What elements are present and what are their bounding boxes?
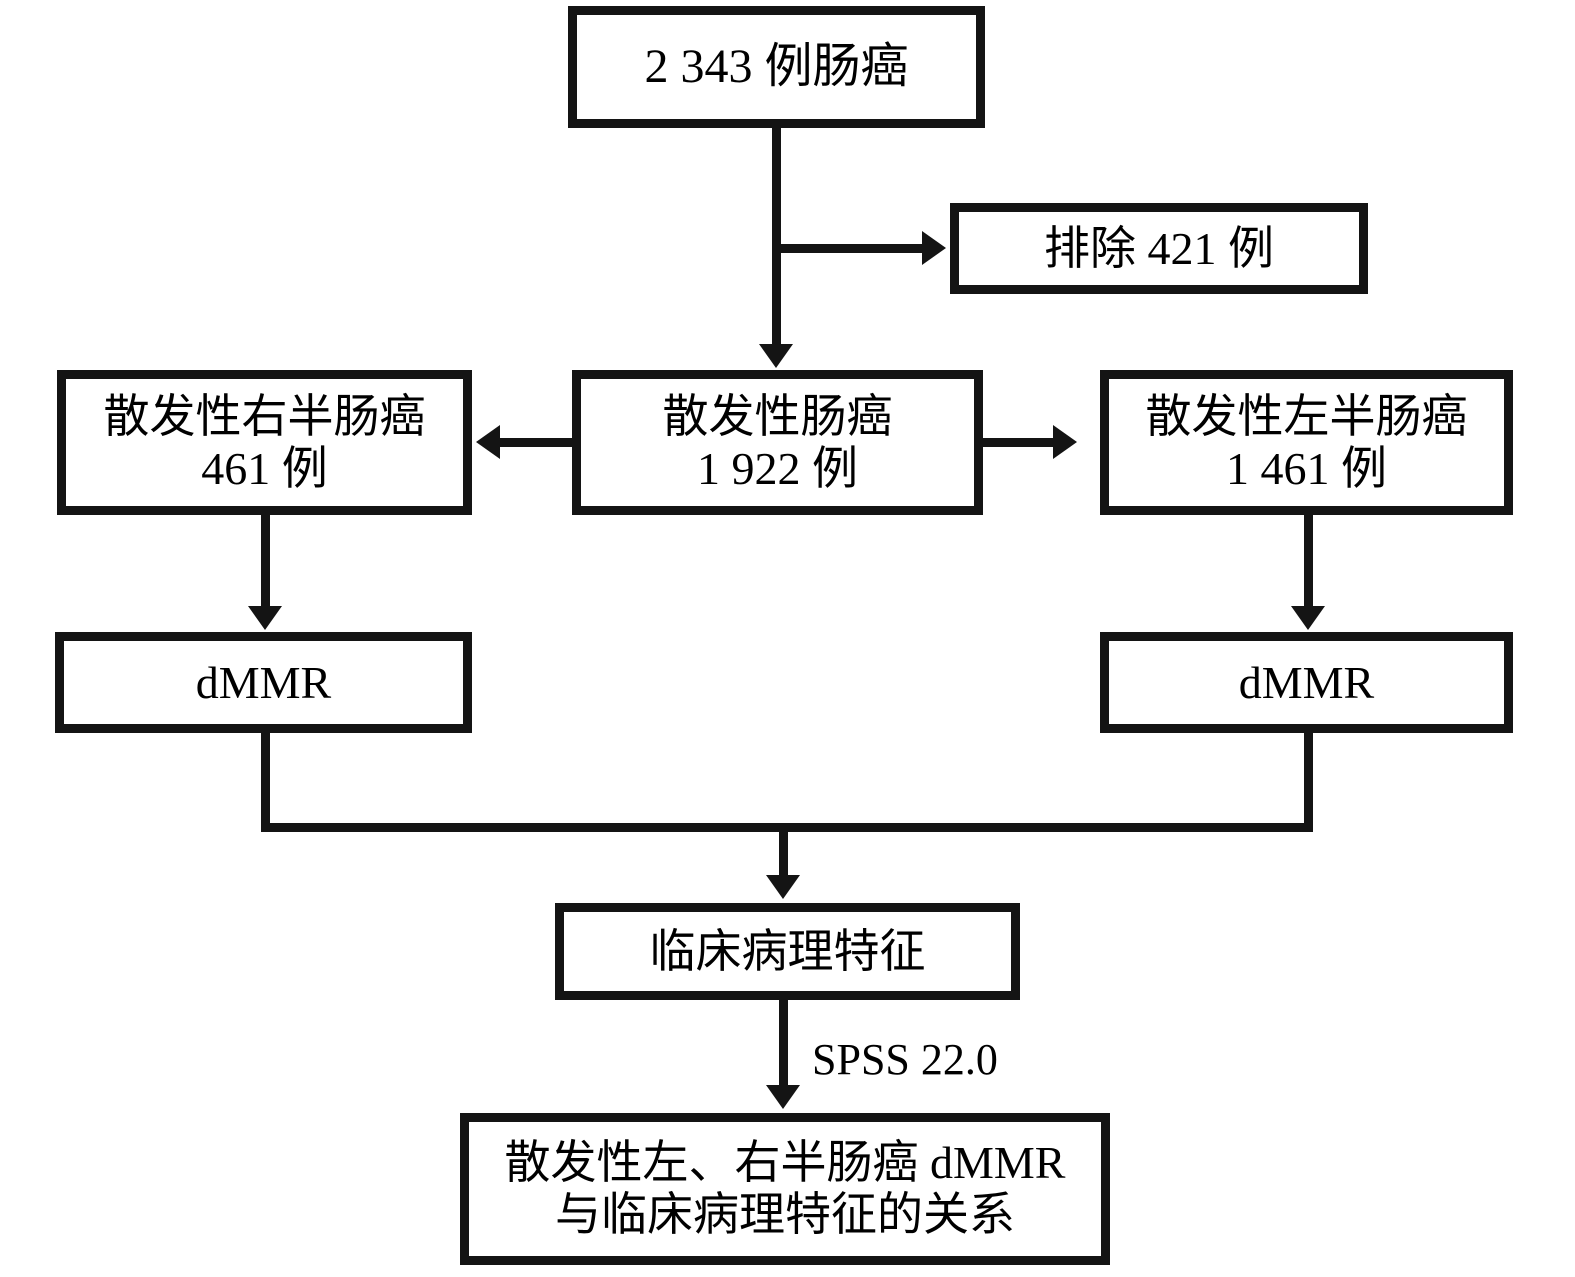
edge-label-spss: SPSS 22.0	[812, 1035, 998, 1084]
node-sporadic-colon-cancer: 散发性肠癌 1 922 例	[572, 370, 983, 515]
connector-clinpath-to-conclusion	[779, 1000, 788, 1089]
arrowhead-merge-to-clinpath	[766, 875, 800, 899]
node-total-cases: 2 343 例肠癌	[568, 6, 985, 128]
arrowhead-sporadic-to-right-colon	[476, 425, 500, 459]
connector-left-colon-to-dmmr	[1304, 515, 1313, 610]
node-excluded-cases: 排除 421 例	[950, 203, 1368, 294]
connector-dmmr-left-drop	[1304, 733, 1313, 832]
node-sporadic-left-colon-cancer: 散发性左半肠癌 1 461 例	[1100, 370, 1513, 515]
connector-sporadic-to-left-colon	[983, 438, 1055, 447]
node-conclusion-relationship: 散发性左、右半肠癌 dMMR 与临床病理特征的关系	[460, 1113, 1110, 1265]
node-dmmr-right: dMMR	[55, 632, 472, 733]
node-sporadic-right-colon-cancer: 散发性右半肠癌 461 例	[57, 370, 472, 515]
arrowhead-clinpath-to-conclusion	[766, 1085, 800, 1109]
connector-dmmr-right-drop	[261, 733, 270, 832]
node-dmmr-left: dMMR	[1100, 632, 1513, 733]
connector-total-to-sporadic	[772, 128, 781, 346]
connector-merge-to-clinpath	[779, 823, 788, 879]
arrowhead-total-to-excluded	[922, 231, 946, 265]
arrowhead-left-colon-to-dmmr	[1291, 606, 1325, 630]
connector-right-colon-to-dmmr	[261, 515, 270, 610]
arrowhead-right-colon-to-dmmr	[248, 606, 282, 630]
connector-sporadic-to-right-colon	[500, 438, 572, 447]
arrowhead-sporadic-to-left-colon	[1053, 425, 1077, 459]
node-clinicopathological-features: 临床病理特征	[555, 903, 1020, 1000]
connector-total-to-excluded	[772, 244, 924, 253]
arrowhead-total-to-sporadic	[759, 344, 793, 368]
